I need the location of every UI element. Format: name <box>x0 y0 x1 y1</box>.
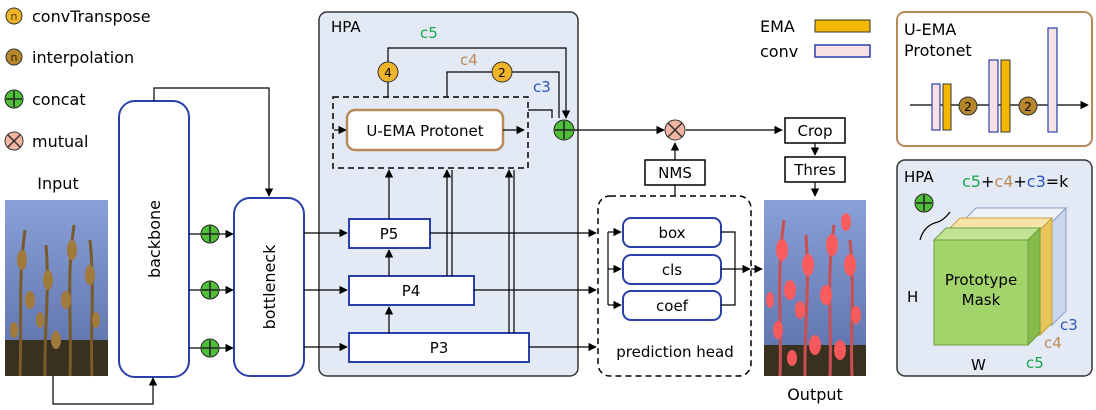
conv-transpose-label: convTranspose <box>32 7 151 26</box>
c5-factor: 4 <box>384 66 392 80</box>
hpa-c3-label: c3 <box>533 78 551 96</box>
w-label: W <box>971 356 986 374</box>
bottleneck-label: bottleneck <box>260 244 279 330</box>
hpa-c4-label: c4 <box>460 51 478 69</box>
block-type-key: EMA conv <box>760 17 871 61</box>
hpa-inset-concat-icon <box>914 193 934 213</box>
p4-label: P4 <box>402 282 421 300</box>
legend-interpolation: n interpolation <box>5 48 134 67</box>
concat-icons-bb <box>200 224 220 358</box>
mutual-op-icon <box>664 119 686 141</box>
prototype-mask-stack <box>932 206 1068 347</box>
legend-mutual: mutual <box>4 131 88 151</box>
conv-key-label: conv <box>760 42 798 61</box>
hpa-inset-title: HPA <box>904 168 934 186</box>
uema-interp-icon-2 <box>1018 96 1038 116</box>
mask-label-line1: Prototype <box>945 271 1017 289</box>
interpolation-label: interpolation <box>32 48 134 67</box>
hpa-c5-label: c5 <box>420 24 438 42</box>
p3-label: P3 <box>430 339 449 357</box>
conv-transpose-symbol: n <box>11 10 18 23</box>
mutual-label: mutual <box>32 132 88 151</box>
uema-factor-1: 2 <box>964 100 972 114</box>
prediction-head-label: prediction head <box>616 343 733 361</box>
conv-transpose-icon <box>5 7 23 25</box>
c4-convtranspose-icon <box>491 61 513 83</box>
nms-block <box>644 159 706 186</box>
p4-block <box>348 275 475 306</box>
uema-factor-2: 2 <box>1024 100 1032 114</box>
h-label: H <box>907 288 918 306</box>
input-label: Input <box>37 174 78 193</box>
thres-label: Thres <box>793 161 836 179</box>
hpa-concat-icon <box>553 119 575 141</box>
interpolation-symbol: n <box>11 51 18 64</box>
nms-label: NMS <box>658 164 692 182</box>
c5-convtranspose-icon <box>377 61 399 83</box>
eq-k: =k <box>1046 172 1069 191</box>
crop-label: Crop <box>797 122 832 140</box>
protonet-label: U-EMA Protonet <box>366 122 483 140</box>
box-label: box <box>658 224 685 242</box>
eq-plus-2: + <box>1013 172 1026 191</box>
eq-c3: c3 <box>1027 172 1046 191</box>
backbone-label: backbone <box>145 200 164 278</box>
cls-label: cls <box>662 261 682 279</box>
bottleneck-block <box>233 197 305 377</box>
ema-key-label: EMA <box>760 17 795 36</box>
protonet-container <box>332 96 529 169</box>
input-image <box>5 200 108 377</box>
legend-conv-transpose: n convTranspose <box>5 7 151 26</box>
concat-label: concat <box>32 90 86 109</box>
p5-label: P5 <box>380 225 399 243</box>
inset-c3-label: c3 <box>1060 316 1078 334</box>
inset-c4-label: c4 <box>1044 334 1062 352</box>
legend-concat: concat <box>4 89 86 109</box>
hpa-inset-equation: c5+c4+c3=k <box>962 172 1069 191</box>
output-image <box>764 200 866 377</box>
eq-c4: c4 <box>994 172 1013 191</box>
hpa-title: HPA <box>331 18 361 36</box>
conv-key-swatch <box>814 44 871 58</box>
hpa-block <box>318 11 579 377</box>
eq-c5: c5 <box>962 172 981 191</box>
interpolation-icon <box>5 48 23 66</box>
ema-key-swatch <box>814 19 871 33</box>
coef-label: coef <box>656 297 689 315</box>
mask-label-line2: Mask <box>962 291 1001 309</box>
p3-block <box>348 332 530 363</box>
legend: n convTranspose n interpolation concat m… <box>4 7 151 151</box>
uema-interp-icon-1 <box>958 96 978 116</box>
uema-inset-title-line1: U-EMA <box>904 20 956 39</box>
uema-inset-title-line2: Protonet <box>904 41 972 60</box>
eq-plus-1: + <box>981 172 994 191</box>
inset-c5-label: c5 <box>1026 354 1044 372</box>
output-label: Output <box>787 385 843 404</box>
c4-factor: 2 <box>498 66 506 80</box>
